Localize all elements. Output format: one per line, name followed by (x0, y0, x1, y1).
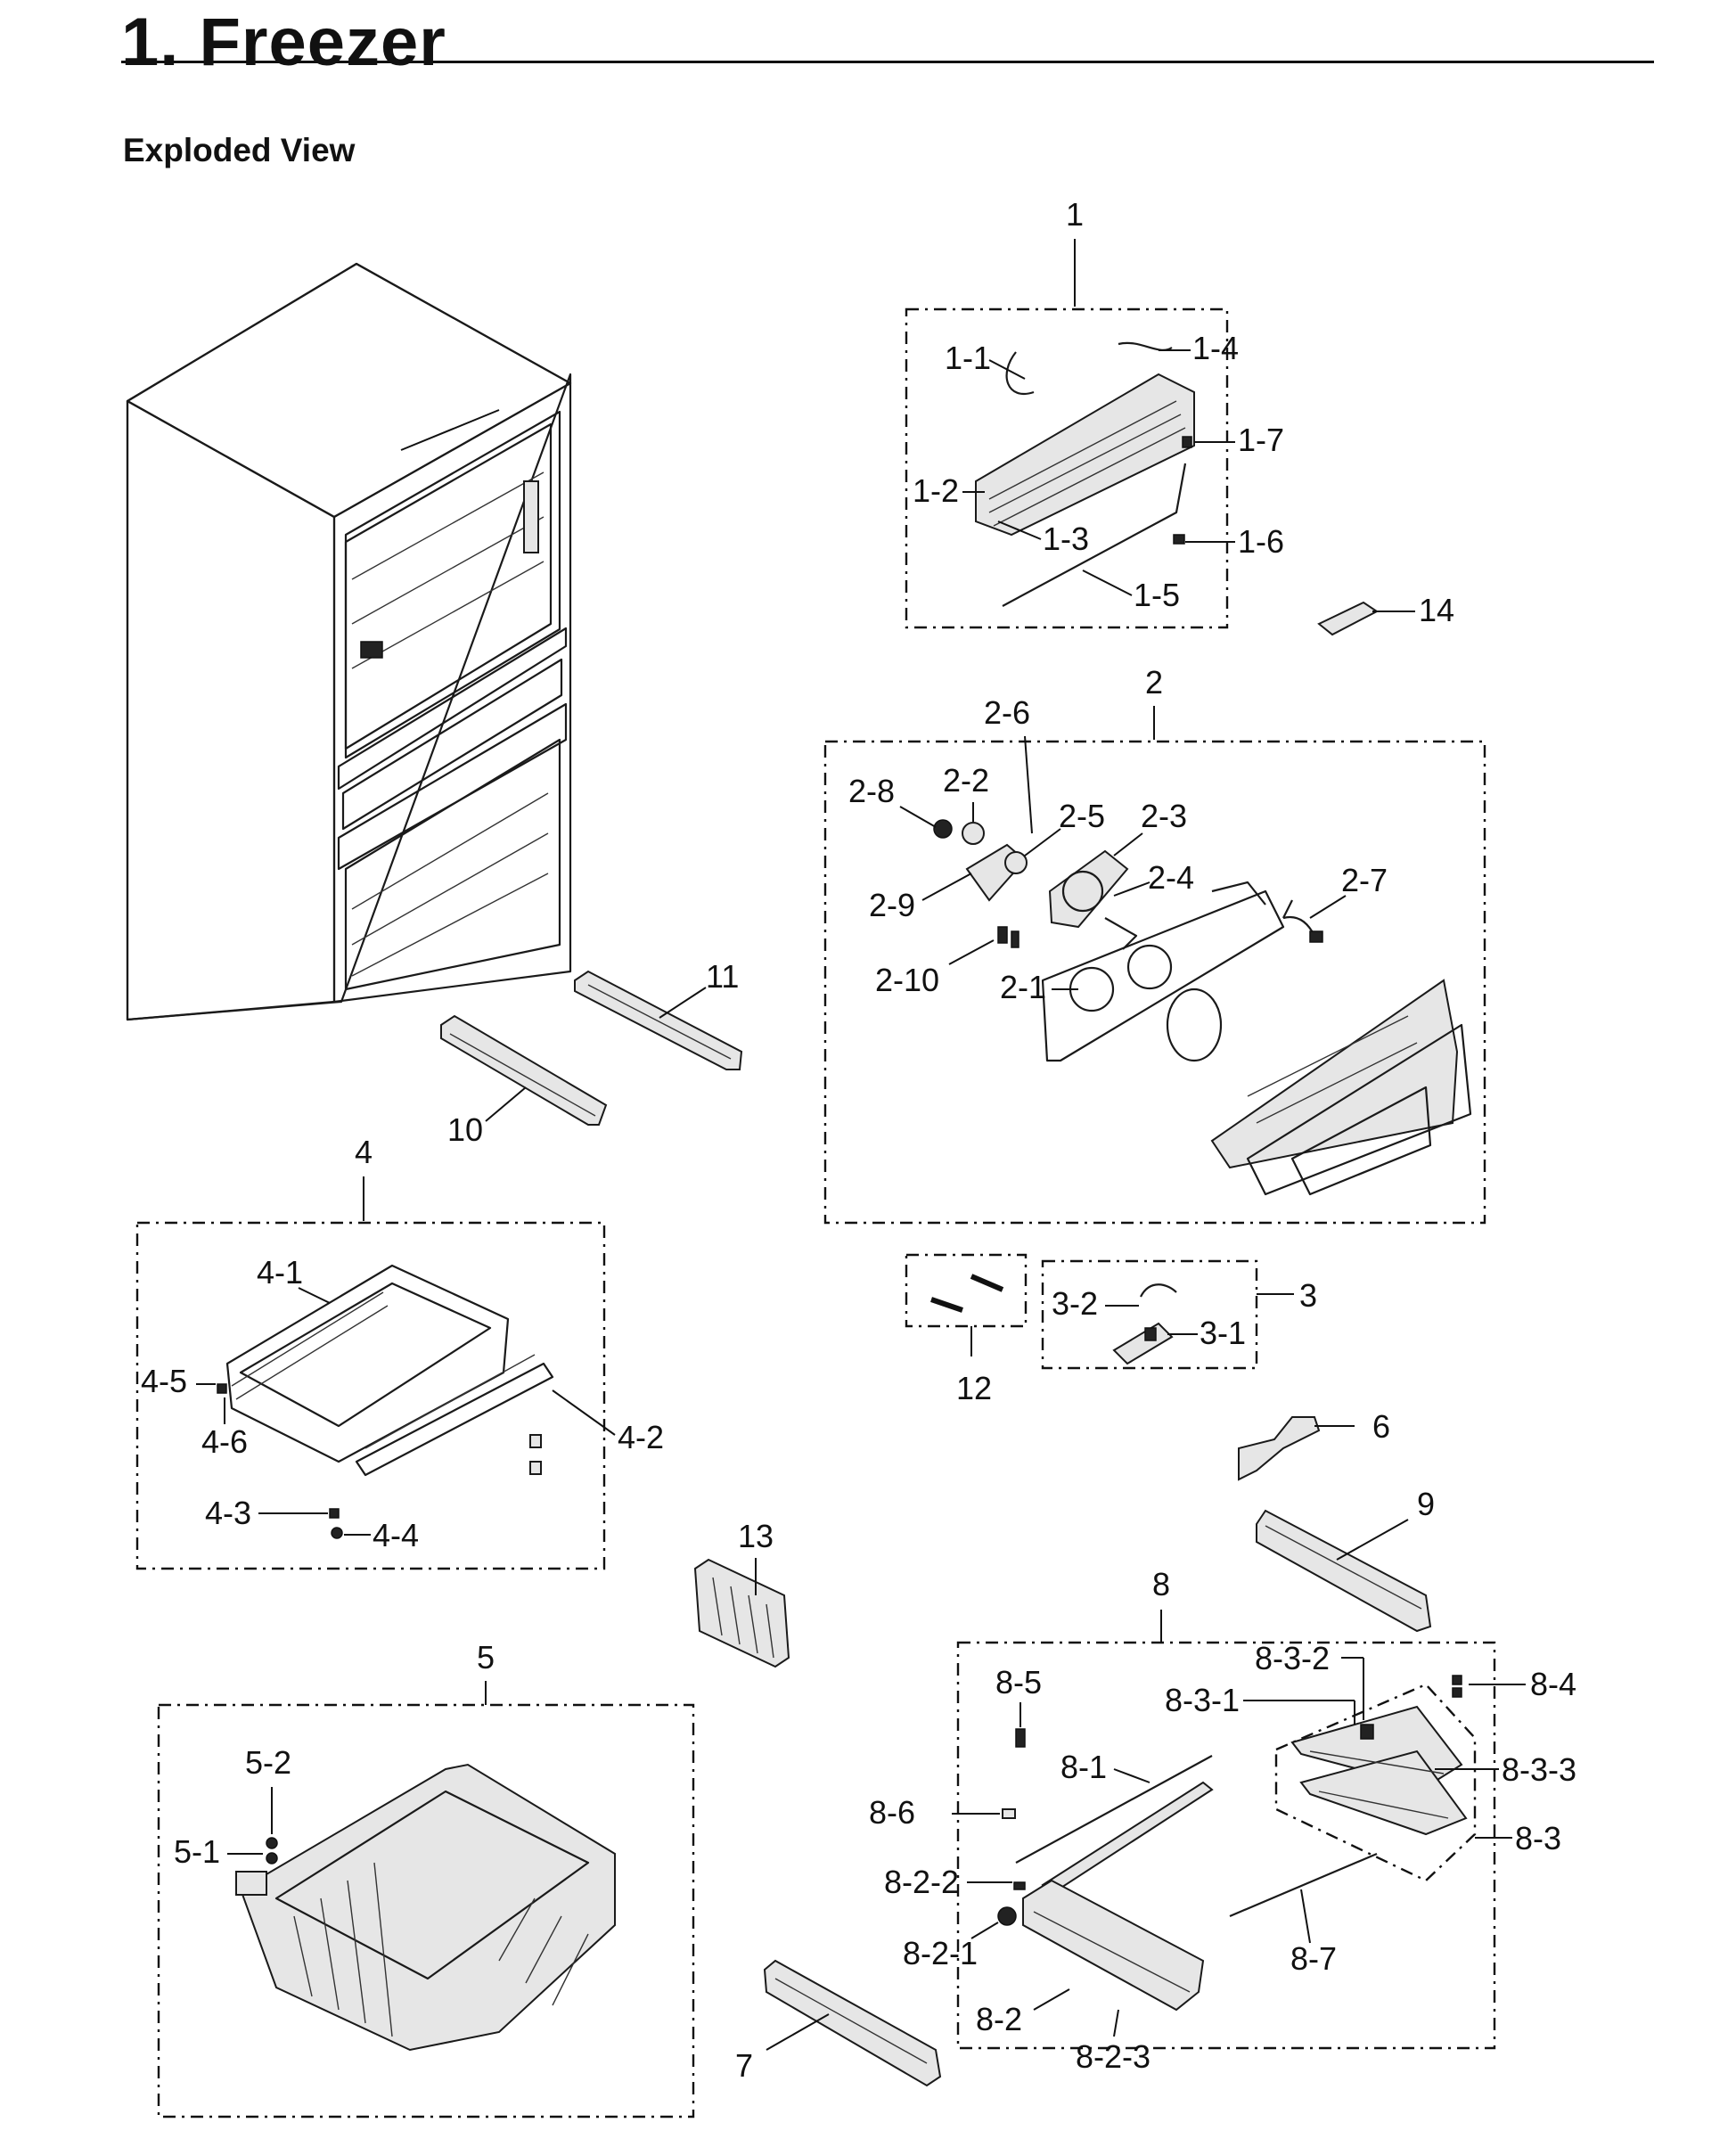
part-12: 12 (905, 1253, 1028, 1406)
title-rule (121, 61, 1654, 63)
callout-13: 13 (738, 1518, 774, 1554)
callout-8-6: 8-6 (869, 1794, 915, 1831)
callout-8-2: 8-2 (976, 2001, 1022, 2037)
callout-7: 7 (735, 2047, 753, 2084)
page-subtitle: Exploded View (123, 132, 356, 168)
callout-2-5: 2-5 (1059, 798, 1105, 834)
callout-1-1: 1-1 (945, 340, 991, 376)
group-1: 1 1-1 1-4 1-7 1-2 1-3 1-6 1-5 (905, 196, 1284, 629)
group-2: 2 2-6 2-2 2-8 2-5 2-3 2-4 2 (823, 664, 1486, 1225)
part-11: 11 (574, 958, 743, 1070)
callout-8-1: 8-1 (1060, 1749, 1107, 1785)
callout-4: 4 (355, 1134, 373, 1170)
callout-4-1: 4-1 (257, 1254, 303, 1291)
callout-8-3: 8-3 (1515, 1820, 1561, 1856)
callout-8-2-1: 8-2-1 (903, 1935, 978, 1971)
page-title: 1. Freezer (121, 4, 446, 80)
callout-1-4: 1-4 (1192, 330, 1239, 366)
callout-2-4: 2-4 (1148, 859, 1194, 896)
callout-8-2-2: 8-2-2 (884, 1864, 959, 1900)
group-5: 5 5-2 5-1 (157, 1639, 695, 2119)
callout-1-3: 1-3 (1043, 520, 1089, 557)
part-10: 10 (440, 1014, 608, 1148)
callout-11: 11 (706, 958, 739, 995)
callout-8: 8 (1152, 1566, 1170, 1602)
part-6: 6 (1238, 1408, 1390, 1481)
callout-8-2-3: 8-2-3 (1076, 2038, 1151, 2075)
callout-3-2: 3-2 (1052, 1285, 1098, 1322)
callout-2-3: 2-3 (1141, 798, 1187, 834)
callout-4-4: 4-4 (373, 1517, 419, 1553)
callout-2-10: 2-10 (875, 962, 939, 998)
part-9: 9 (1256, 1486, 1435, 1633)
callout-8-3-1: 8-3-1 (1165, 1682, 1240, 1718)
callout-1-7: 1-7 (1238, 422, 1284, 458)
callout-12: 12 (956, 1370, 992, 1406)
callout-4-2: 4-2 (618, 1419, 664, 1455)
callout-4-3: 4-3 (205, 1495, 251, 1531)
callout-2-2: 2-2 (943, 762, 989, 799)
callout-2: 2 (1145, 664, 1163, 701)
group-4: 4 4-1 4-5 4-6 4-2 4-3 4-4 (135, 1134, 664, 1570)
part-14: 14 (1317, 592, 1454, 636)
callout-2-9: 2-9 (869, 887, 915, 923)
callout-1-6: 1-6 (1238, 523, 1284, 560)
cabinet-drawing (126, 262, 572, 1021)
callout-5: 5 (477, 1639, 495, 1676)
callout-8-4: 8-4 (1530, 1666, 1576, 1702)
callout-8-7: 8-7 (1290, 1940, 1337, 1977)
callout-2-8: 2-8 (848, 773, 895, 809)
callout-4-5: 4-5 (141, 1363, 187, 1399)
callout-5-1: 5-1 (174, 1833, 220, 1870)
part-7: 7 (735, 1959, 942, 2087)
callout-1-5: 1-5 (1134, 577, 1180, 613)
callout-2-7: 2-7 (1341, 862, 1388, 898)
callout-6: 6 (1372, 1408, 1390, 1445)
callout-9: 9 (1417, 1486, 1435, 1522)
group-3: 3 3-2 3-1 (1041, 1259, 1317, 1370)
callout-4-6: 4-6 (201, 1423, 248, 1460)
callout-14: 14 (1419, 592, 1454, 628)
callout-2-6: 2-6 (984, 694, 1030, 731)
callout-8-5: 8-5 (995, 1664, 1042, 1701)
callout-8-3-3: 8-3-3 (1502, 1751, 1576, 1788)
part-13: 13 (693, 1518, 790, 1668)
callout-1: 1 (1066, 196, 1084, 233)
callout-3-1: 3-1 (1200, 1315, 1246, 1351)
callout-8-3-2: 8-3-2 (1255, 1640, 1330, 1676)
group-8: 8 8-3-2 8-3-1 8-4 8-3-3 8-3 (869, 1566, 1576, 2075)
callout-3: 3 (1299, 1277, 1317, 1314)
callout-1-2: 1-2 (913, 472, 959, 509)
callout-10: 10 (447, 1111, 483, 1148)
callout-2-1: 2-1 (1000, 969, 1046, 1005)
callout-5-2: 5-2 (245, 1744, 291, 1781)
